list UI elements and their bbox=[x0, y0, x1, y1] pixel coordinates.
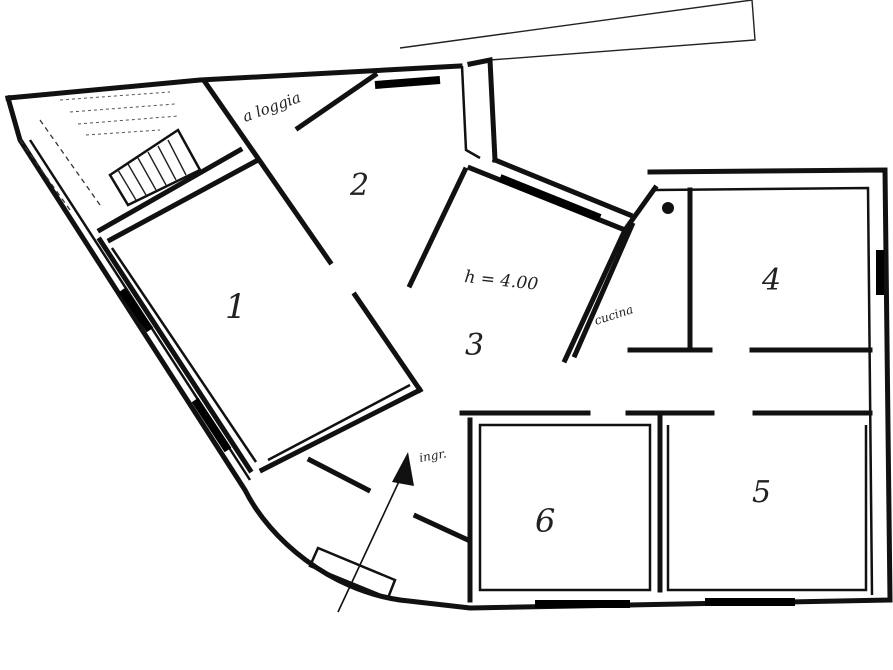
room-3-walls bbox=[406, 164, 629, 364]
balcony bbox=[308, 546, 397, 600]
room-label-6: 6 bbox=[535, 502, 555, 540]
room-label-2: 2 bbox=[349, 168, 369, 203]
room-label-5: 5 bbox=[752, 475, 771, 510]
partition-diagonal bbox=[201, 78, 334, 266]
adjacent-building-outline bbox=[399, 0, 756, 61]
flue-icon bbox=[662, 202, 674, 214]
staircase bbox=[19, 91, 202, 211]
partition-short-top bbox=[294, 71, 379, 132]
room-1-walls bbox=[96, 146, 424, 474]
entry-note: ingr. bbox=[418, 446, 447, 465]
room-1-inner-wall bbox=[110, 247, 411, 463]
room-5-inner bbox=[666, 425, 868, 592]
top-note: a loggia bbox=[240, 88, 303, 126]
room-label-1: 1 bbox=[225, 287, 247, 327]
windows bbox=[118, 76, 884, 608]
room-label-4: 4 bbox=[761, 263, 781, 298]
entry-partition-b bbox=[412, 512, 472, 544]
room-label-3: 3 bbox=[465, 328, 484, 363]
entrance-arrow-icon bbox=[337, 452, 414, 613]
kitchen-wall bbox=[571, 184, 659, 359]
room-6-inner bbox=[478, 423, 652, 592]
entry-partition-a bbox=[306, 456, 372, 494]
exterior-wall bbox=[4, 56, 893, 611]
height-note: h = 4.00 bbox=[463, 267, 539, 295]
